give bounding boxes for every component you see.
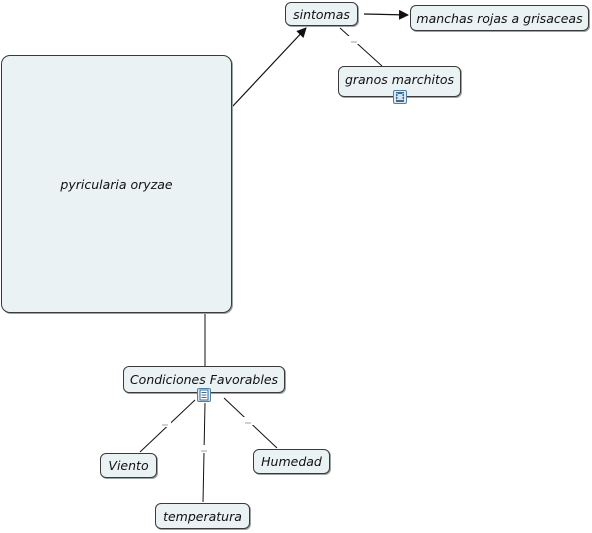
link-sintomas-manchas — [363, 9, 409, 20]
concept-label-manchas-rojas: manchas rojas a grisaceas — [416, 10, 583, 26]
link-label-sintomas-granos — [348, 36, 360, 44]
link-label-condiciones-humedad — [242, 417, 254, 425]
link-sintomas-granos — [339, 27, 383, 67]
video-icon[interactable] — [393, 90, 407, 104]
concept-manchas-rojas[interactable]: manchas rojas a grisaceas — [410, 5, 589, 31]
concept-label-granos-marchitos: granos marchitos — [344, 72, 455, 87]
document-icon[interactable] — [197, 388, 211, 402]
concept-label-viento: Viento — [108, 458, 149, 473]
concept-viento[interactable]: Viento — [100, 453, 157, 478]
link-label-condiciones-temperatura — [198, 445, 210, 453]
concept-temperatura[interactable]: temperatura — [155, 503, 250, 529]
concept-label-sintomas: sintomas — [293, 6, 350, 22]
concept-label-humedad: Humedad — [261, 454, 322, 469]
concept-humedad[interactable]: Humedad — [253, 449, 330, 474]
concept-condiciones-favorables[interactable]: Condiciones Favorables — [123, 366, 285, 393]
concept-granos-marchitos[interactable]: granos marchitos — [338, 66, 461, 97]
concept-sintomas[interactable]: sintomas — [285, 2, 358, 26]
concept-label-condiciones-favorables: Condiciones Favorables — [129, 372, 279, 387]
concept-label-pyricularia-oryzae: pyricularia oryzae — [60, 176, 173, 192]
link-label-condiciones-viento — [159, 419, 171, 427]
concept-label-temperatura: temperatura — [163, 508, 242, 524]
link-main-sintomas — [231, 27, 307, 108]
concept-pyricularia-oryzae[interactable]: pyricularia oryzae — [1, 55, 232, 313]
